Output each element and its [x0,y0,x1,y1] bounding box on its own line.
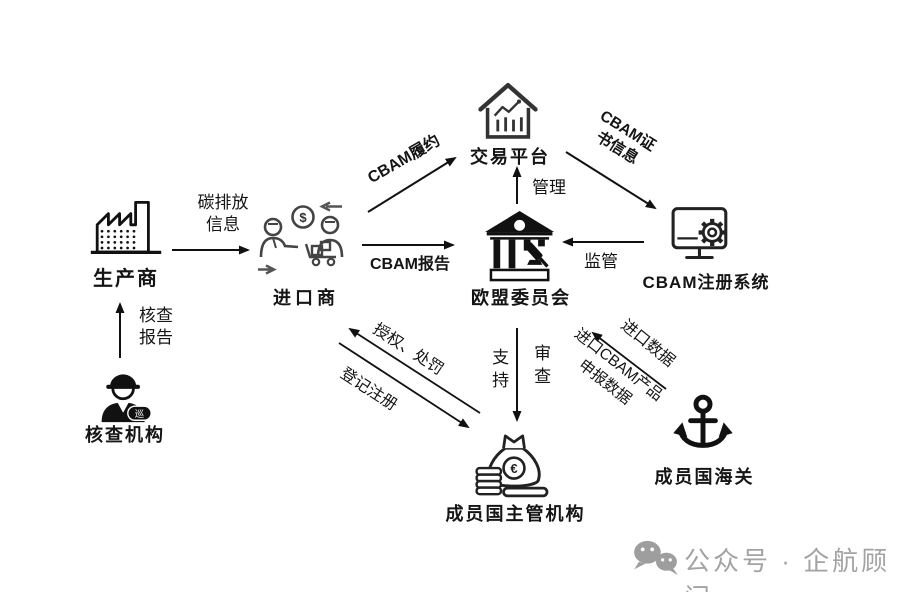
cbam-report-label: CBAM报告 [370,256,450,273]
support-label: 支持 [489,348,509,394]
registry-label: CBAM注册系统 [642,273,770,292]
arrow-authority-importer [348,327,481,414]
review-label: 审查 [531,344,551,390]
verifier-label: 核查机构 [85,425,165,445]
anchor-icon [670,388,736,460]
arrow-customs-commission [591,331,667,390]
arrow-importer-platform [367,156,457,213]
authority-currency-symbol: € [510,461,518,476]
importer-icon: $ [256,200,356,282]
importer-label: 进口商 [273,288,339,308]
factory-icon [84,196,168,260]
money-bag-icon: € [474,424,554,500]
producer-label: 生产商 [93,268,159,290]
manage-label: 管理 [532,178,566,197]
watermark-text: 公众号 · 企航顾问 [684,546,891,592]
commission-icon [480,204,560,282]
customs-label: 成员国海关 [654,467,755,487]
verifier-icon: 巡 [92,366,158,424]
importer-coin-symbol: $ [299,210,307,225]
verify-report-label: 核查 报告 [139,306,173,348]
carbon-info-label: 碳排放 信息 [197,193,249,235]
authority-label: 成员国主管机构 [445,504,586,524]
registry-icon [668,204,736,266]
verifier-badge-text: 巡 [135,409,144,419]
arrow-platform-registry [565,151,657,210]
wechat-icon [630,538,682,576]
trading-platform-icon [472,78,544,144]
commission-label: 欧盟委员会 [471,288,571,308]
platform-label: 交易平台 [470,147,550,167]
supervise-label: 监管 [584,252,618,271]
arrow-importer-authority [338,342,470,429]
